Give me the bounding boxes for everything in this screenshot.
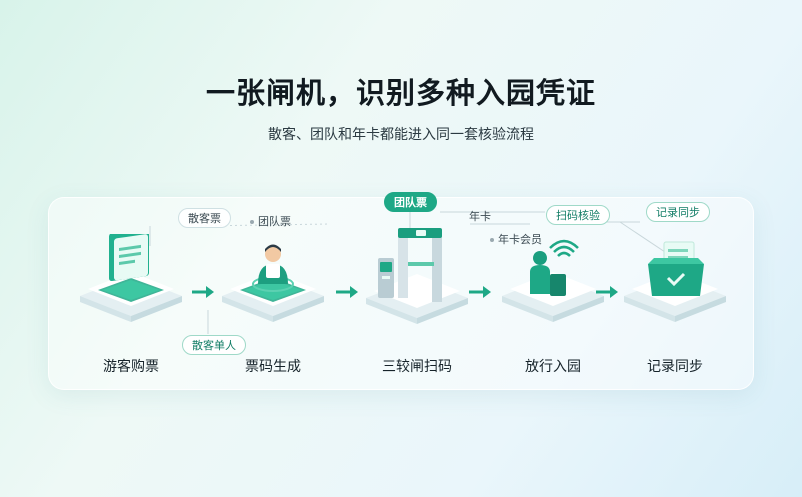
tag-sanke-ticket: 散客票 [178, 208, 231, 228]
arrow-right-icon [469, 286, 491, 298]
page-title: 一张闸机，识别多种入园凭证 [205, 76, 596, 110]
step-platform-1 [80, 234, 182, 322]
turnstile-gate-icon [378, 228, 442, 302]
visitor-signal-icon [530, 239, 579, 296]
step-label-1: 游客购票 [103, 359, 159, 375]
step-platform-4 [502, 239, 604, 322]
staff-person-icon [252, 244, 294, 292]
tag-nianka: 年卡 [469, 210, 491, 223]
tag-tuandui-ticket: 团队票 [250, 213, 291, 229]
step-platform-3 [366, 228, 468, 324]
arrow-right-icon [596, 286, 618, 298]
ticket-document-icon [109, 234, 149, 281]
tag-scan-verify: 扫码核验 [546, 205, 610, 225]
arrow-right-icon [336, 286, 358, 298]
page-subtitle: 散客、团队和年卡都能进入同一套核验流程 [268, 127, 534, 143]
step-label-4: 放行入园 [525, 359, 581, 375]
tag-record-sync: 记录同步 [646, 202, 710, 222]
step-label-3: 三较闸扫码 [382, 359, 452, 375]
step-label-5: 记录同步 [647, 359, 703, 375]
step-platform-5 [624, 241, 726, 322]
step-label-2: 票码生成 [245, 359, 301, 375]
tag-nianka-member: 年卡会员 [490, 231, 542, 247]
step-platform-2 [222, 244, 324, 322]
tag-sanke-single: 散客单人 [182, 335, 246, 355]
arrow-right-icon [192, 286, 214, 298]
sync-record-box-icon [648, 241, 704, 296]
tag-tuandui-main: 团队票 [384, 192, 437, 212]
